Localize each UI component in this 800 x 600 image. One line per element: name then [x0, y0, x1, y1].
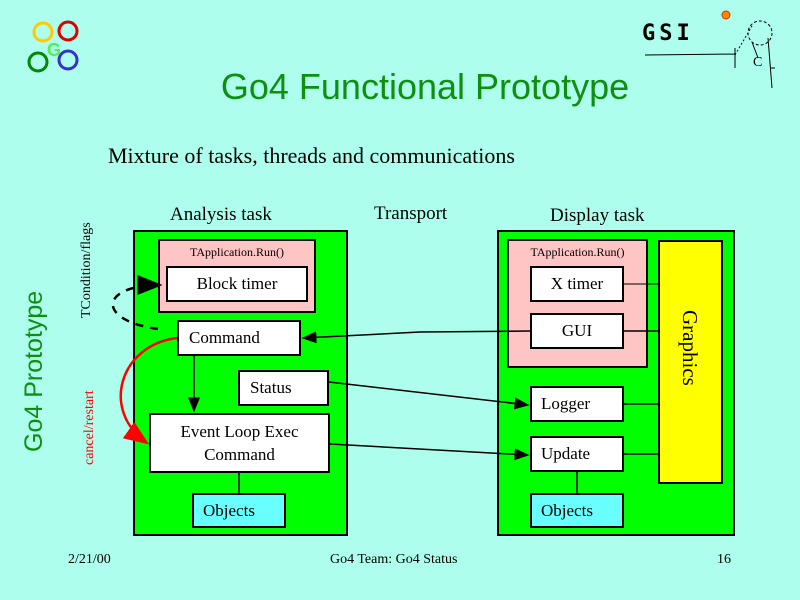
footer-center: Go4 Team: Go4 Status [330, 552, 458, 567]
update-label: Update [541, 444, 591, 463]
gsi-dot [721, 10, 731, 20]
event-loop-label-line2: Command [204, 445, 275, 464]
go4-logo: G [27, 20, 79, 73]
block-timer-box: Block timer [166, 266, 308, 302]
gsi-text: GSI [642, 21, 694, 46]
logger-box: Logger [530, 386, 624, 422]
slide-subtitle: Mixture of tasks, threads and communicat… [108, 143, 515, 168]
display-task-heading: Display task [550, 205, 645, 226]
command-box: Command [177, 320, 301, 356]
update-box: Update [530, 436, 624, 472]
gui-to-command-arrow [301, 330, 531, 344]
footer-page-number: 16 [717, 552, 731, 567]
logo-ring-blue [57, 49, 79, 71]
footer-date: 2/21/00 [68, 552, 111, 567]
status-label: Status [250, 378, 292, 397]
status-box: Status [238, 370, 329, 406]
analysis-objects-box: Objects [192, 493, 286, 528]
event-loop-box: Event Loop Exec Command [149, 413, 330, 473]
gui-box: GUI [530, 313, 624, 349]
logo-ring-yellow [32, 21, 54, 43]
cancel-restart-arrow [119, 336, 178, 445]
display-tapplication-label: TApplication.Run() [530, 245, 625, 259]
gui-label: GUI [561, 321, 593, 340]
logo-ring-green [27, 51, 49, 73]
analysis-tapplication-label: TApplication.Run() [189, 245, 285, 259]
transport-heading: Transport [374, 203, 448, 224]
eventloop-to-update-arrow [329, 443, 530, 461]
svg-text:C: C [753, 55, 762, 70]
block-timer-label: Block timer [196, 274, 278, 293]
display-objects-box: Objects [530, 493, 624, 528]
event-loop-label-line1: Event Loop Exec [180, 422, 299, 441]
x-timer-box: X timer [530, 266, 624, 302]
logger-label: Logger [541, 394, 591, 413]
display-objects-label: Objects [541, 500, 593, 520]
command-label: Command [189, 328, 260, 347]
x-timer-label: X timer [550, 274, 604, 293]
logo-g: G [47, 40, 61, 60]
slide-title: Go4 Functional Prototype [220, 66, 630, 107]
gsi-logo: GSI C [642, 10, 775, 89]
status-to-logger-arrow [328, 381, 530, 410]
condition-flag-arrow [111, 275, 163, 331]
analysis-task-heading: Analysis task [170, 204, 272, 225]
graphics-box [658, 240, 723, 484]
analysis-objects-label: Objects [203, 500, 255, 520]
logo-ring-red [57, 20, 79, 42]
